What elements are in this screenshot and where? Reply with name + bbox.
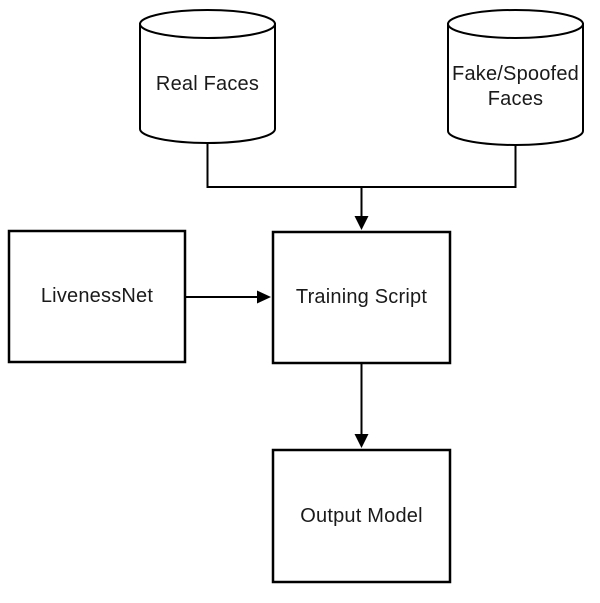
- edge-training-script-to-output-model: [354, 363, 369, 448]
- arrowhead-into-output-top-icon: [354, 434, 369, 448]
- output-model-box-shape: [271, 448, 452, 584]
- livenessnet-box-shape: [7, 229, 187, 364]
- training-script-box-shape: [271, 230, 452, 365]
- arrowhead-into-training-top-icon: [354, 216, 369, 230]
- cylinder-body: [139, 23, 276, 144]
- arrowhead-into-training-left-icon: [257, 290, 271, 304]
- edge-livenessnet-to-training-script: [186, 290, 271, 304]
- cylinder-body: [447, 23, 584, 146]
- edge-merge-line: [206, 142, 517, 188]
- edge-datasets-to-training-script: [206, 142, 517, 230]
- cylinder-top-ellipse: [447, 9, 584, 39]
- fake-spoofed-cylinder-shape: [447, 9, 584, 146]
- cylinder-top-ellipse: [139, 9, 276, 39]
- real-faces-cylinder-shape: [139, 9, 276, 144]
